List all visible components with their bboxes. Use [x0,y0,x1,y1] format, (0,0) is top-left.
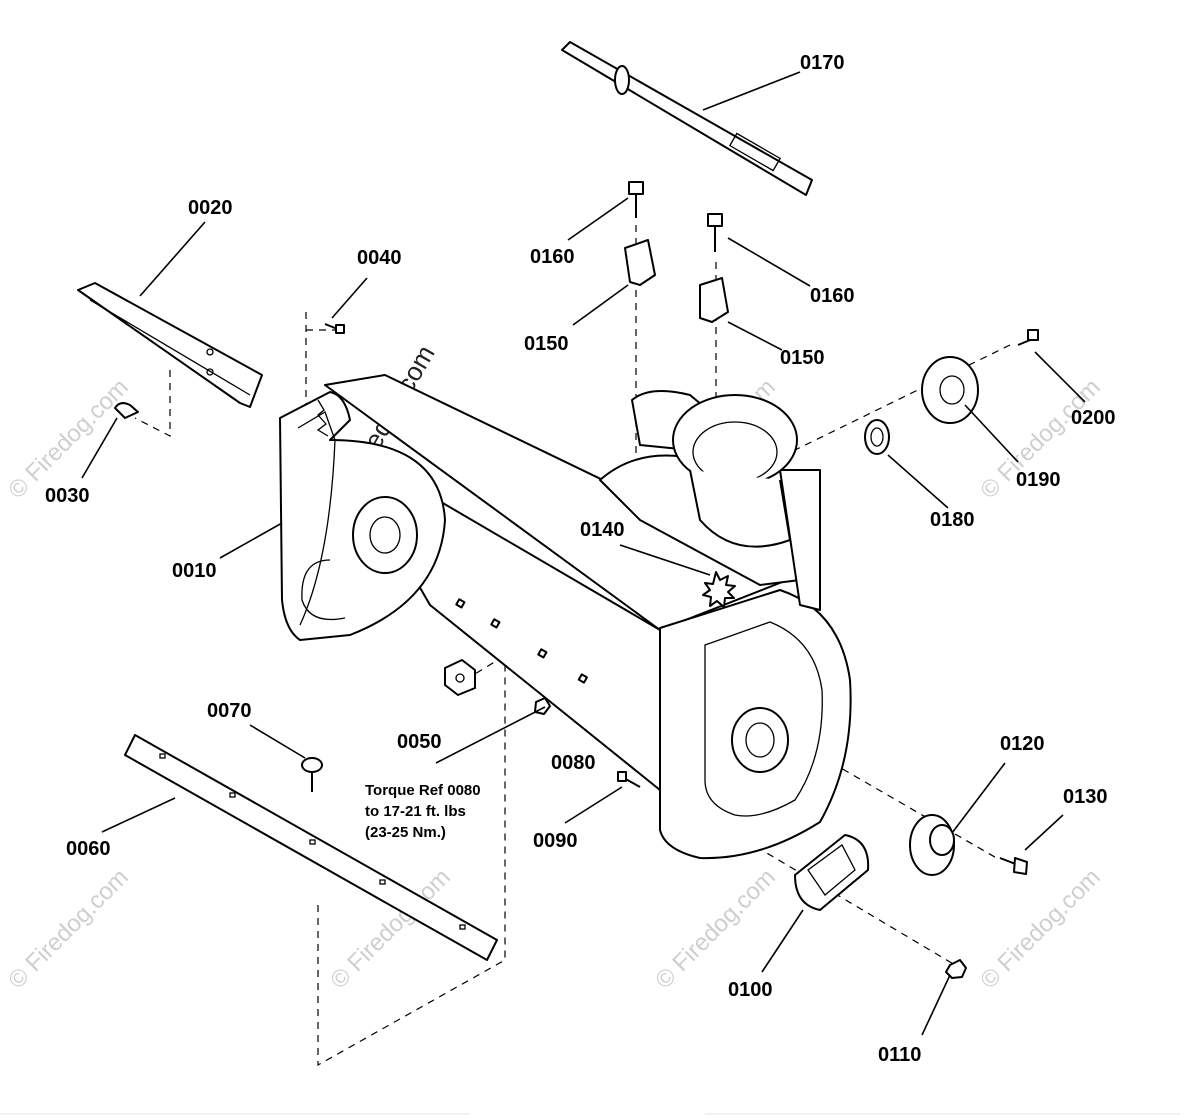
label-0150b: 0150 [780,347,825,369]
torque-note-line1: Torque Ref 0080 [365,782,481,799]
label-0120: 0120 [1000,733,1045,755]
label-0190: 0190 [1016,469,1061,491]
part-0130-bolt [999,857,1028,875]
watermark: © Firedog.com [3,864,134,995]
label-0100: 0100 [728,979,773,1001]
label-0010: 0010 [172,560,217,582]
label-0020: 0020 [188,197,233,219]
label-0150a: 0150 [524,333,569,355]
label-0030: 0030 [45,485,90,507]
label-0050: 0050 [397,731,442,753]
part-0120-flange [909,814,955,876]
label-0040: 0040 [357,247,402,269]
part-0030-pin [114,402,139,419]
watermark: © Firedog.com [975,864,1106,995]
torque-note-line2: to 17-21 ft. lbs [365,803,466,820]
label-0130: 0130 [1063,786,1108,808]
label-0070: 0070 [207,700,252,722]
part-0150a-clip [624,239,656,286]
part-0180-bearing [864,419,890,455]
part-0200-bolt [1017,329,1039,346]
part-0050-nut [444,659,476,696]
label-0140: 0140 [580,519,625,541]
gear-marker [702,571,736,608]
part-0150b-clip [699,277,729,323]
watermark: © Firedog.com [650,864,781,995]
part-0070-bolt [301,757,323,792]
label-0160a: 0160 [530,246,575,268]
part-0100-skid [794,834,870,911]
part-0110-nut [945,959,967,979]
impeller-housing [599,390,821,611]
label-0180: 0180 [930,509,975,531]
part-0170-shaft [561,41,813,196]
part-0190-flange [921,356,979,424]
torque-note-line3: (23-25 Nm.) [365,824,446,841]
part-0060-shave-plate [124,734,498,961]
label-0110: 0110 [878,1044,921,1066]
label-0160b: 0160 [810,285,855,307]
torque-note: Torque Ref 0080 to 17-21 ft. lbs (23-25 … [365,782,481,841]
part-0040-bolt [324,323,345,334]
leader-lines [81,71,1086,1036]
label-0170: 0170 [800,52,845,74]
label-0080: 0080 [551,752,596,774]
label-0200: 0200 [1071,407,1116,429]
label-0090: 0090 [533,830,578,852]
part-0160b-bolt [707,213,723,252]
part-0090-bolt [617,771,641,788]
callout-labels: 0020 0030 0040 0010 0140 0170 0160 0160 … [45,52,1116,1066]
label-0060: 0060 [66,838,111,860]
part-0160a-bolt [628,181,644,218]
part-0020-bar [77,282,263,408]
